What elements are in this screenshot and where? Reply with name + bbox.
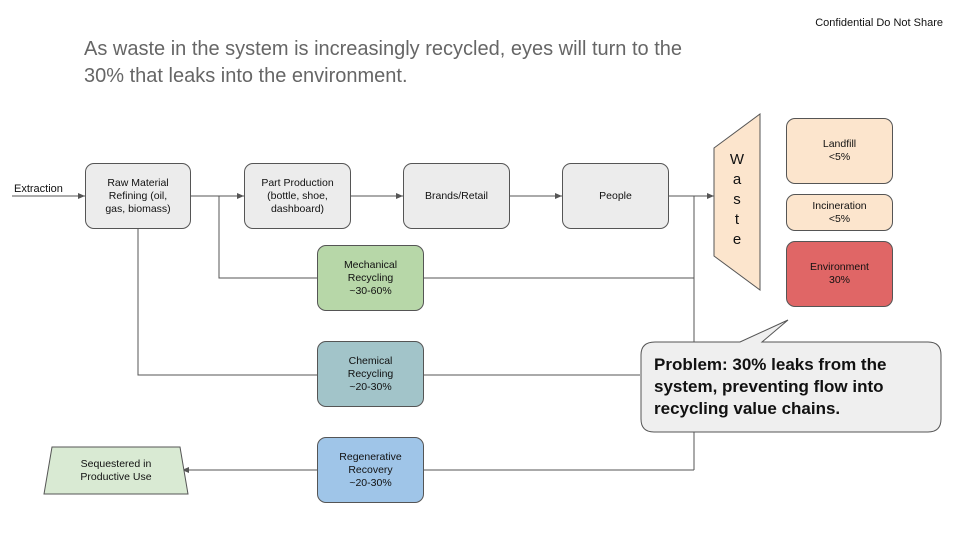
waste-letter: t: [734, 211, 740, 228]
raw-material-box: Raw Material Refining (oil, gas, biomass…: [85, 163, 191, 229]
problem-callout-text: Problem: 30% leaks from the system, prev…: [654, 355, 887, 418]
waste-letter: e: [732, 231, 742, 248]
brands-retail-box: Brands/Retail: [403, 163, 510, 229]
sequestered-shape: [43, 446, 189, 495]
incineration-box: Incineration <5%: [786, 194, 893, 231]
callout-bubble: [640, 319, 942, 433]
landfill-box: Landfill <5%: [786, 118, 893, 184]
chemical-recycling-box: Chemical Recycling ~20-30%: [317, 341, 424, 407]
waste-letter: s: [733, 191, 741, 208]
waste-label: W a s t e: [728, 150, 746, 250]
people-box: People: [562, 163, 669, 229]
mechanical-recycling-box: Mechanical Recycling ~30-60%: [317, 245, 424, 311]
slide-headline: As waste in the system is increasingly r…: [84, 38, 683, 87]
waste-shape: [713, 113, 761, 291]
regenerative-recovery-box: Regenerative Recovery ~20-30%: [317, 437, 424, 503]
sequestered-label: Sequestered in Productive Use: [80, 457, 152, 483]
environment-box: Environment 30%: [786, 241, 893, 307]
waste-letter: W: [729, 151, 745, 168]
extraction-label: Extraction: [14, 183, 63, 195]
waste-letter: a: [732, 171, 742, 188]
part-production-box: Part Production (bottle, shoe, dashboard…: [244, 163, 351, 229]
confidential-label: Confidential Do Not Share: [815, 17, 943, 29]
